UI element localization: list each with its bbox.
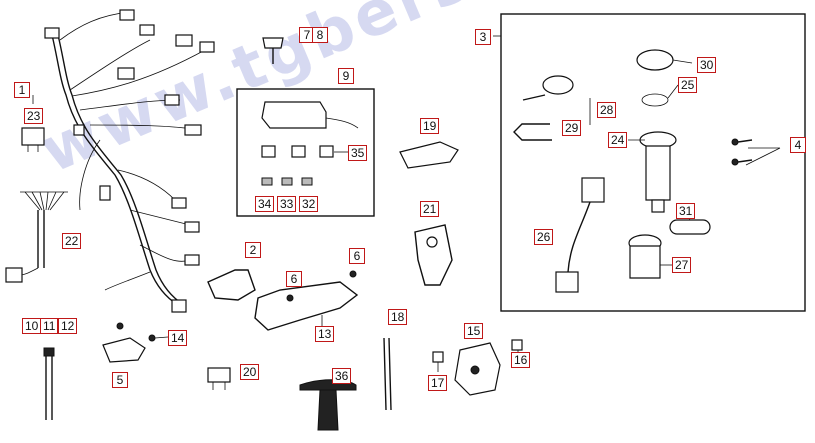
leader-line-4: [745, 147, 781, 166]
part-label-12: 12: [58, 318, 78, 334]
seat-lock-part: [522, 75, 574, 101]
part-label-9: 9: [338, 68, 354, 84]
leader-line-25: [667, 84, 679, 99]
part-label-11: 11: [40, 318, 59, 334]
part-label-28: 28: [597, 102, 617, 118]
part-label-35: 35: [348, 145, 368, 161]
part-label-22: 22: [62, 233, 82, 249]
lock-cap-part: [636, 49, 674, 107]
part-label-32: 32: [299, 196, 319, 212]
part-label-8: 8: [312, 27, 328, 43]
part-label-4: 4: [790, 137, 806, 153]
switch-harness-part: [555, 177, 605, 293]
mounting-plate-part: [254, 281, 359, 331]
relay-part: [21, 127, 45, 152]
part-label-10: 10: [22, 318, 42, 334]
key-part: [262, 37, 284, 64]
part-label-6b: 6: [349, 248, 365, 264]
part-label-20: 20: [240, 364, 260, 380]
fuse-part: [207, 367, 231, 390]
ignition-switch-part: [639, 131, 677, 213]
part-label-14: 14: [168, 330, 188, 346]
part-label-33: 33: [277, 196, 297, 212]
part-label-29: 29: [562, 120, 582, 136]
cdi-unit-part: [261, 101, 359, 186]
part-label-31: 31: [676, 203, 696, 219]
kit-9-frame: [236, 88, 375, 217]
holder-bracket-part: [414, 224, 453, 286]
rivet-part: [299, 379, 357, 431]
part-label-23: 23: [24, 108, 44, 124]
part-label-24: 24: [608, 132, 628, 148]
part-label-34: 34: [255, 196, 275, 212]
leader-line-14: [154, 336, 169, 339]
wiring-harness-part: [44, 9, 215, 313]
wiring-lead-part: [5, 191, 68, 283]
part-label-13: 13: [315, 326, 335, 342]
bolt-part: [731, 138, 753, 166]
part-label-16: 16: [511, 352, 531, 368]
fuel-lock-part: [628, 234, 662, 279]
part-label-2: 2: [245, 242, 261, 258]
cable-tie-part: [43, 347, 55, 420]
bracket-part: [207, 269, 256, 301]
part-label-6a: 6: [286, 271, 302, 287]
part-label-30: 30: [697, 57, 717, 73]
part-label-19: 19: [420, 118, 440, 134]
part-label-18: 18: [388, 309, 408, 325]
screw-part: [286, 270, 357, 302]
part-label-5: 5: [112, 372, 128, 388]
part-label-17: 17: [428, 375, 448, 391]
part-label-15: 15: [464, 323, 484, 339]
leader-line-30: [672, 59, 693, 64]
flasher-part: [399, 141, 459, 169]
part-label-1: 1: [14, 82, 30, 98]
part-label-21: 21: [420, 201, 440, 217]
starter-relay-part: [432, 339, 523, 396]
regulator-part: [102, 322, 156, 363]
part-label-26: 26: [534, 229, 554, 245]
grip-spring-part: [669, 219, 711, 235]
part-label-27: 27: [672, 257, 692, 273]
part-label-3: 3: [475, 29, 491, 45]
lock-clip-part: [513, 123, 552, 141]
kit-3-frame: [500, 13, 806, 312]
part-label-25: 25: [678, 77, 698, 93]
rod-part: [383, 337, 392, 411]
part-label-36: 36: [332, 368, 352, 384]
